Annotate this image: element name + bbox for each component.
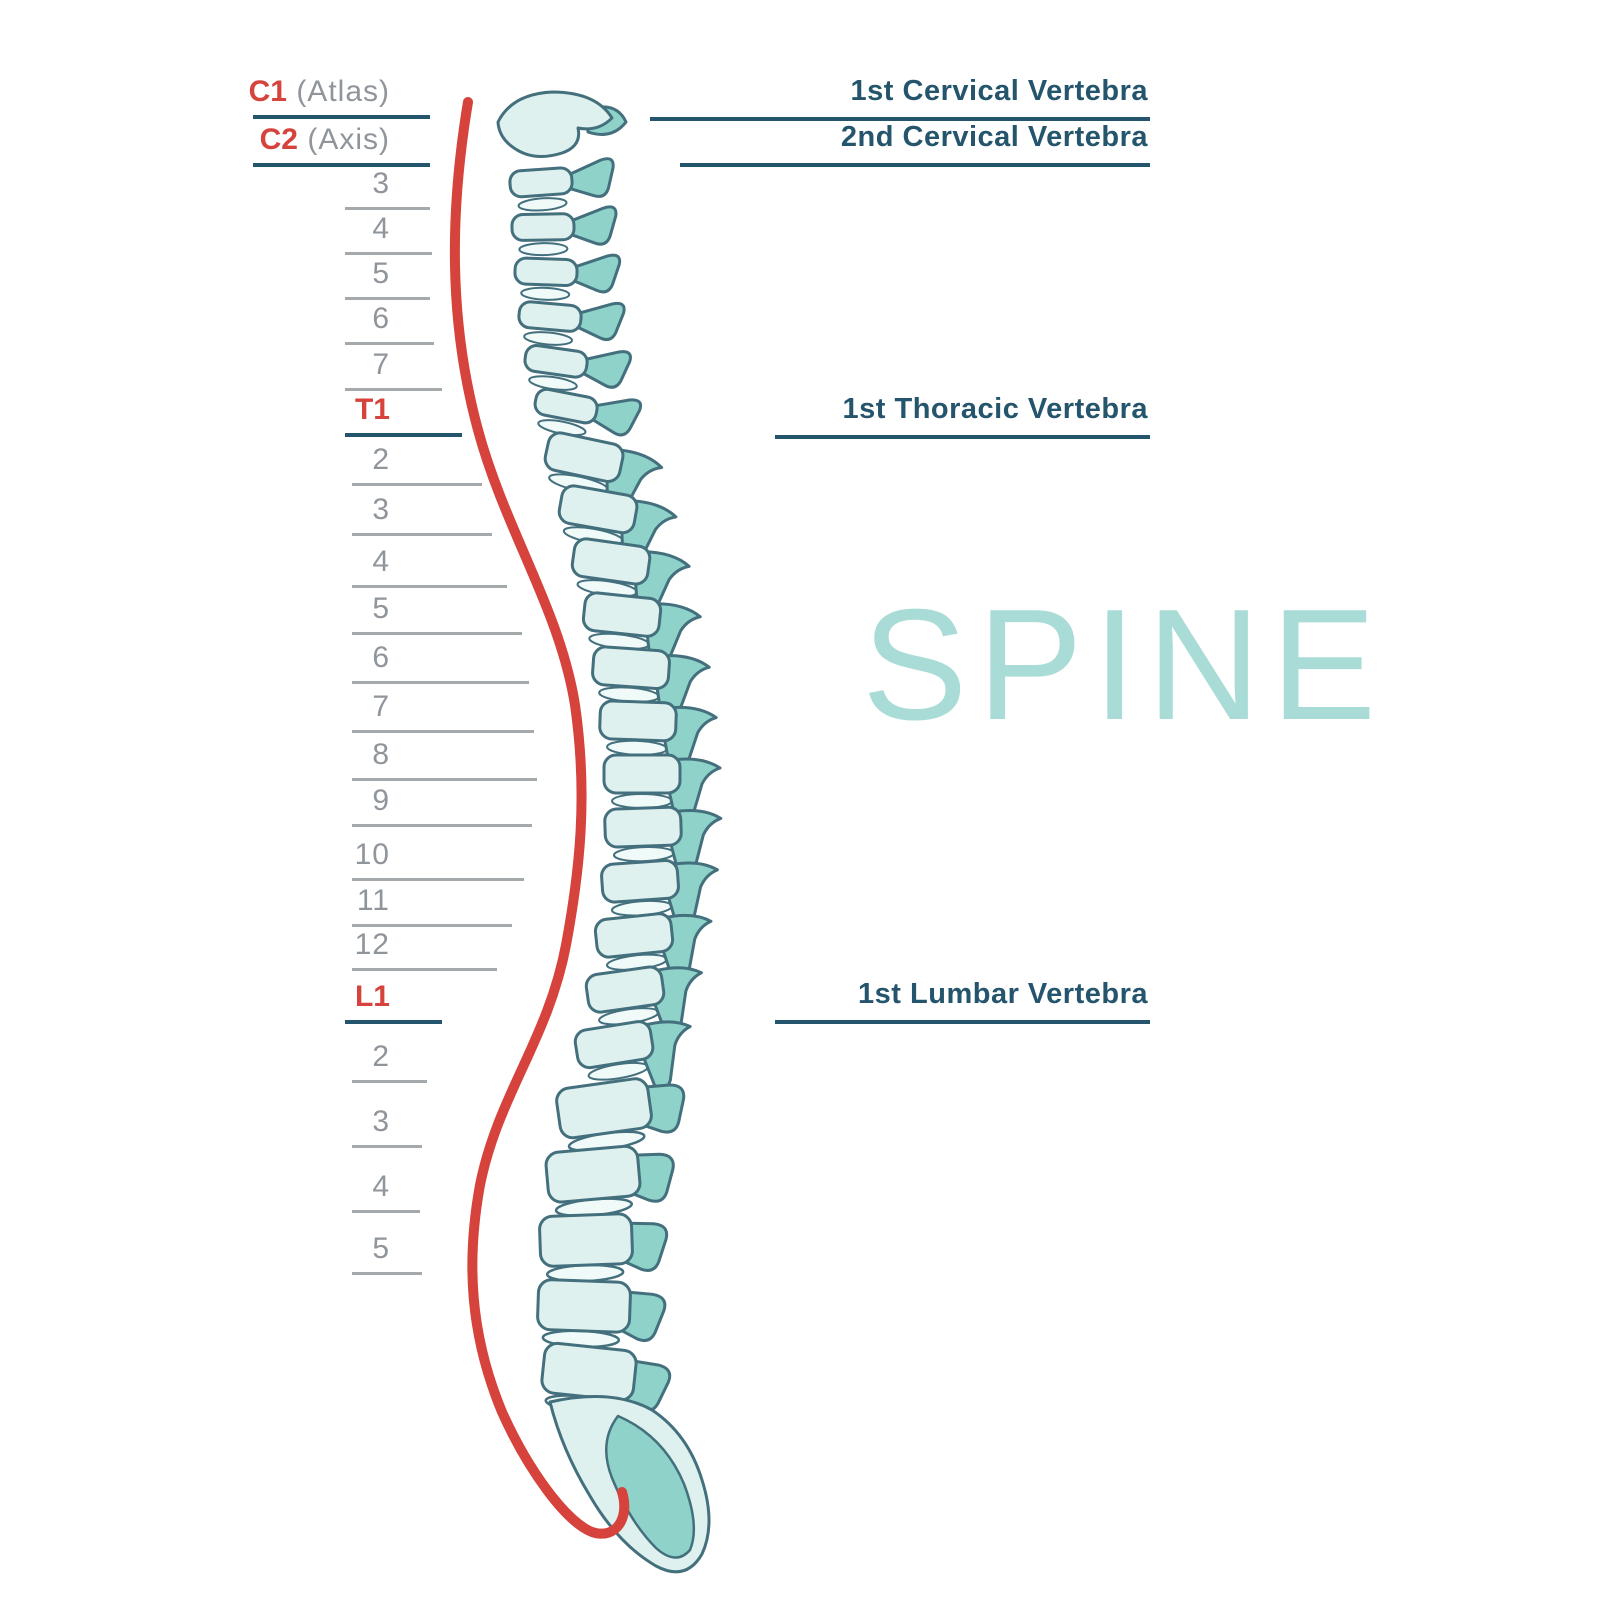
- thoracic-spine: [534, 429, 725, 1103]
- annotation-label: 1st Cervical Vertebra: [850, 75, 1148, 107]
- vertebra-rule: [352, 1080, 427, 1083]
- vertebra-label: 7: [372, 690, 390, 723]
- vertebra-label: 11: [356, 884, 390, 917]
- vertebra-label: 4: [372, 1170, 390, 1203]
- vertebra-label: 7: [372, 348, 390, 381]
- vertebra-rule: [352, 1145, 422, 1148]
- vertebra-rule: [352, 778, 537, 781]
- vertebra-label: 6: [372, 641, 390, 674]
- vertebra-label: 5: [372, 257, 390, 290]
- annotation-rule: [650, 117, 1150, 121]
- vertebra-label: 4: [372, 545, 390, 578]
- vertebra-rule: [345, 388, 442, 391]
- spinal-curve-line: [449, 97, 630, 1539]
- vertebra-rule: [345, 342, 434, 345]
- vertebra-rule: [352, 1272, 422, 1275]
- annotation-rule: [680, 163, 1150, 167]
- vertebra-label: 2: [372, 443, 390, 476]
- vertebra-label: 5: [372, 1232, 390, 1265]
- vertebra-label: 10: [354, 838, 390, 871]
- vertebra-rule: [352, 1210, 420, 1213]
- vertebra-label: 6: [372, 302, 390, 335]
- vertebra-label: C2 (Axis): [259, 123, 390, 156]
- vertebra-label: 12: [354, 928, 390, 961]
- vertebra-rule: [352, 585, 507, 588]
- vertebra-label: 3: [372, 1105, 390, 1138]
- vertebra-rule: [345, 297, 430, 300]
- vertebra-label: 9: [372, 784, 390, 817]
- vertebra-rule: [352, 924, 512, 927]
- lumbar-spine: [535, 1070, 692, 1423]
- vertebra-rule: [352, 878, 524, 881]
- cervical-spine: [507, 156, 644, 450]
- vertebra-label: 3: [372, 493, 390, 526]
- sacrum: [548, 1395, 711, 1574]
- vertebra-rule: [352, 681, 529, 684]
- vertebra-rule: [352, 533, 492, 536]
- vertebra-rule: [352, 730, 534, 733]
- annotation-label: 1st Lumbar Vertebra: [858, 978, 1148, 1010]
- vertebra-label: 8: [372, 738, 390, 771]
- vertebra-rule: [345, 1020, 442, 1024]
- vertebra-rule: [352, 632, 522, 635]
- vertebra-label: C1 (Atlas): [248, 75, 390, 108]
- vertebra-label: 3: [372, 167, 390, 200]
- vertebra-label: 5: [372, 592, 390, 625]
- atlas-vertebra: [496, 90, 628, 159]
- vertebra-rule: [253, 163, 430, 167]
- annotation-label: 1st Thoracic Vertebra: [842, 393, 1148, 425]
- annotation-label: 2nd Cervical Vertebra: [840, 121, 1148, 153]
- annotation-rule: [775, 435, 1150, 439]
- vertebra-rule: [352, 968, 497, 971]
- vertebra-label: L1: [354, 980, 390, 1013]
- vertebra-rule: [352, 824, 532, 827]
- vertebra-label: T1: [354, 393, 390, 426]
- vertebra-rule: [345, 207, 430, 210]
- vertebra-label: 4: [372, 212, 390, 245]
- vertebra-rule: [345, 252, 432, 255]
- watermark-title: SPINE: [862, 577, 1387, 753]
- vertebra-label: 2: [372, 1040, 390, 1073]
- annotation-rule: [775, 1020, 1150, 1024]
- vertebra-rule: [345, 433, 462, 437]
- vertebra-rule: [352, 483, 482, 486]
- vertebra-rule: [253, 115, 430, 119]
